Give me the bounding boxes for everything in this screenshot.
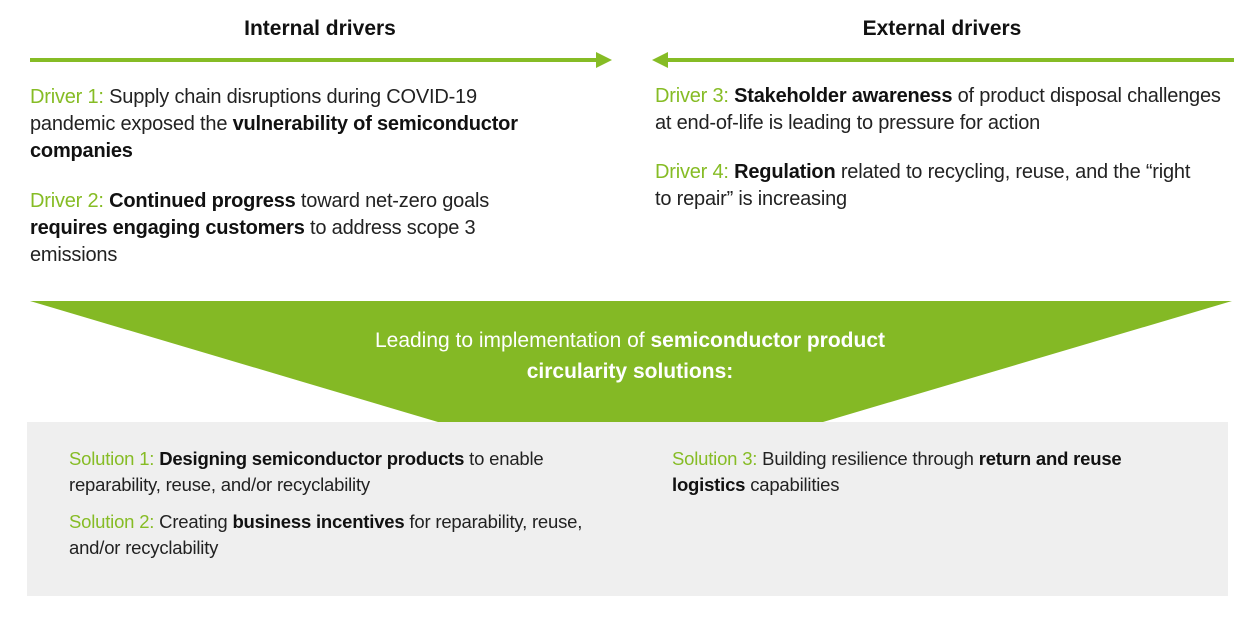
item-label: Driver 1: <box>30 86 104 108</box>
bold-text: Designing semiconductor products <box>159 448 465 469</box>
bold-text: semiconductor product circularity soluti… <box>526 329 886 383</box>
item-label: Driver 4: <box>655 161 729 183</box>
arrow-right-icon <box>30 52 612 68</box>
driver-1: Driver 1: Supply chain disruptions durin… <box>30 84 530 165</box>
bold-text: vulnerability of semiconductor companies <box>30 113 518 162</box>
bold-text: Stakeholder awareness <box>734 85 953 107</box>
text: Leading to implementation of <box>374 329 651 352</box>
text: for reparability, reuse, and/or recyclab… <box>69 511 583 558</box>
text: toward net-zero goals <box>295 190 490 212</box>
bold-text: Regulation <box>734 161 836 183</box>
text: capabilities <box>745 474 840 495</box>
funnel-text: Leading to implementation of semiconduct… <box>330 325 930 387</box>
solution-1: Solution 1: Designing semiconductor prod… <box>69 446 589 498</box>
driver-2: Driver 2: Continued progress toward net-… <box>30 188 530 269</box>
solution-3: Solution 3: Building resilience through … <box>672 446 1192 498</box>
bold-text: requires engaging customers <box>30 217 305 239</box>
text: to enable reparability, reuse, and/or re… <box>69 448 544 495</box>
text: Supply chain disruptions during COVID-19… <box>30 86 477 135</box>
external-drivers-heading: External drivers <box>862 17 1022 40</box>
bold-text: Continued progress <box>109 190 296 212</box>
driver-3: Driver 3: Stakeholder awareness of produ… <box>655 83 1235 137</box>
internal-drivers-heading: Internal drivers <box>244 17 396 40</box>
item-label: Driver 3: <box>655 85 729 107</box>
item-label: Solution 2: <box>69 511 155 532</box>
driver-4: Driver 4: Regulation related to recyclin… <box>655 159 1195 213</box>
arrow-left-icon <box>652 52 1234 68</box>
text: related to recycling, reuse, and the “ri… <box>655 161 1191 210</box>
text: Creating <box>154 511 233 532</box>
bold-text: return and reuse logistics <box>672 448 1122 495</box>
solution-2: Solution 2: Creating business incentives… <box>69 509 589 561</box>
text: of product disposal challenges at end-of… <box>655 85 1221 134</box>
item-label: Solution 3: <box>672 448 758 469</box>
item-label: Solution 1: <box>69 448 155 469</box>
text: to address scope 3 emissions <box>30 217 476 266</box>
solutions-panel <box>27 422 1228 596</box>
item-label: Driver 2: <box>30 190 104 212</box>
text: Building resilience through <box>757 448 979 469</box>
bold-text: business incentives <box>232 511 405 532</box>
